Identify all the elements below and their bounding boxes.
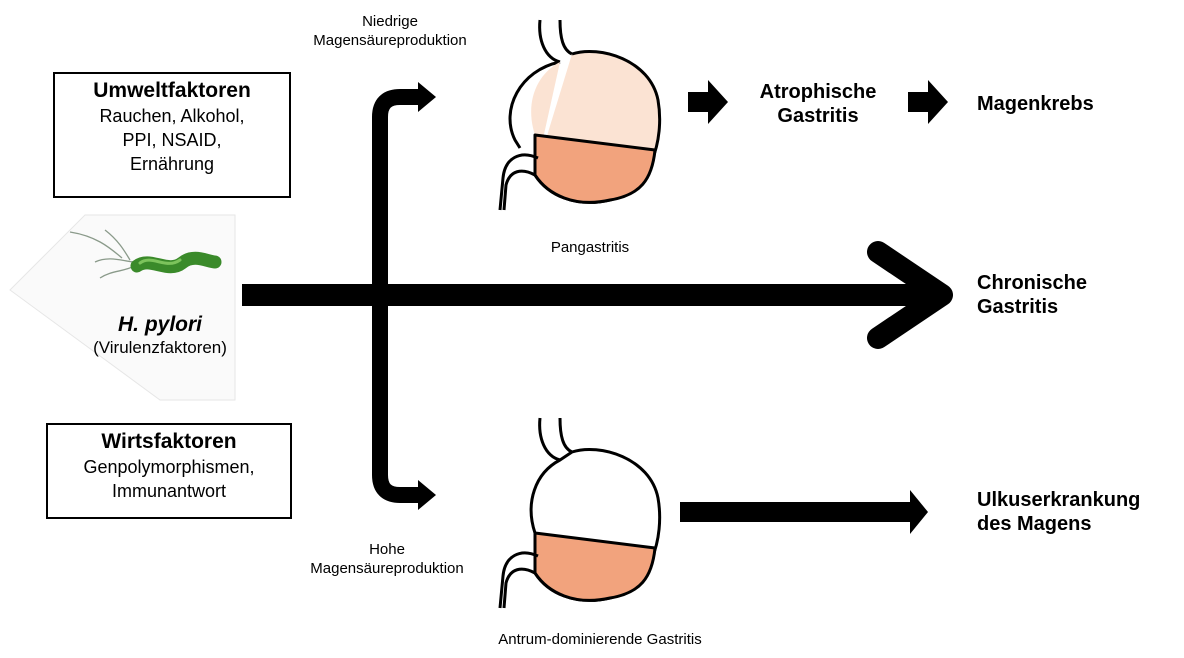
ulcer-line1: Ulkuserkrankung (977, 488, 1177, 512)
atrophic-gastritis-label: Atrophische Gastritis (730, 80, 906, 128)
arrow-to-cancer (908, 80, 948, 124)
high-acid-label: Hohe Magensäureproduktion (272, 540, 502, 578)
chronic-line1: Chronische (977, 271, 1157, 295)
arrow-to-atrophic (688, 80, 728, 124)
environment-factors-box: Umweltfaktoren Rauchen, Alkohol, PPI, NS… (53, 72, 291, 198)
main-arrow (242, 252, 942, 338)
branch-arrowhead-up (418, 82, 436, 112)
host-factor-line: Genpolymorphismen, (48, 455, 290, 479)
low-acid-line1: Niedrige (270, 12, 510, 31)
stomach-lower (500, 418, 660, 608)
arrow-to-ulcer (680, 490, 928, 534)
stomach-upper (500, 20, 660, 210)
environment-factor-line: Rauchen, Alkohol, (55, 104, 289, 128)
atrophic-line1: Atrophische (730, 80, 906, 104)
pathogen-subtitle: (Virulenzfaktoren) (60, 337, 260, 359)
h-pylori-image (10, 215, 235, 400)
low-acid-line2: Magensäureproduktion (270, 31, 510, 50)
atrophic-line2: Gastritis (730, 104, 906, 128)
ulcer-disease-label: Ulkuserkrankung des Magens (977, 488, 1177, 536)
chronic-gastritis-label: Chronische Gastritis (977, 271, 1157, 319)
high-acid-line2: Magensäureproduktion (272, 559, 502, 578)
host-factors-title: Wirtsfaktoren (48, 429, 290, 455)
chronic-line2: Gastritis (977, 295, 1157, 319)
stomach-cancer-label: Magenkrebs (977, 92, 1157, 116)
ulcer-line2: des Magens (977, 512, 1177, 536)
antrum-gastritis-caption: Antrum-dominierende Gastritis (440, 630, 760, 649)
pangastritis-caption: Pangastritis (510, 238, 670, 257)
environment-factor-line: PPI, NSAID, (55, 128, 289, 152)
pathogen-name: H. pylori (60, 312, 260, 337)
host-factors-box: Wirtsfaktoren Genpolymorphismen, Immunan… (46, 423, 292, 519)
environment-factors-title: Umweltfaktoren (55, 78, 289, 104)
high-acid-line1: Hohe (272, 540, 502, 559)
pathogen-label: H. pylori (Virulenzfaktoren) (60, 312, 260, 359)
branch-arrowhead-down (418, 480, 436, 510)
environment-factor-line: Ernährung (55, 152, 289, 176)
host-factor-line: Immunantwort (48, 479, 290, 503)
low-acid-label: Niedrige Magensäureproduktion (270, 12, 510, 50)
